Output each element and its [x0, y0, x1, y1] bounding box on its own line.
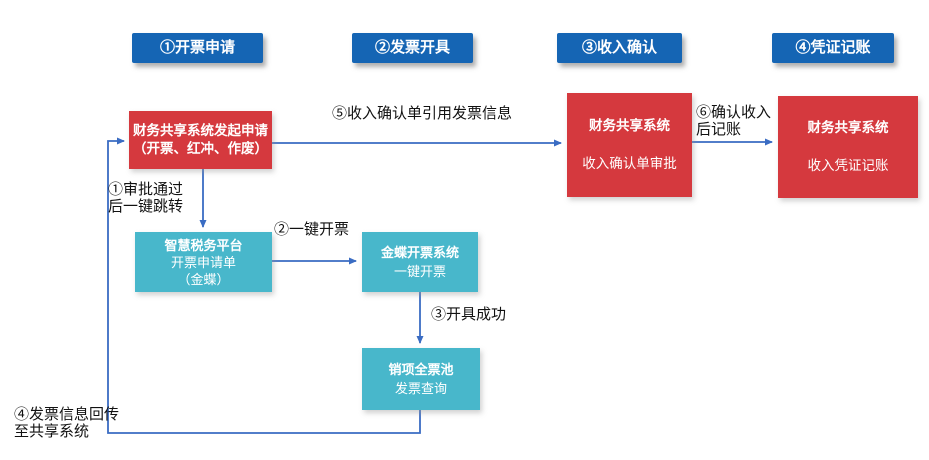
node-share-system-request: 财务共享系统发起申请 （开票、红冲、作废）	[129, 111, 272, 169]
edge-label-line: ⑥确认收入	[696, 104, 772, 121]
node-voucher-posting: 财务共享系统 收入凭证记账	[778, 96, 918, 198]
node-line: （金蝶）	[177, 271, 230, 287]
edge-label-approve-jump: ①审批通过 后一键跳转	[108, 181, 183, 215]
node-line: 销项全票池	[388, 362, 454, 377]
edge-label-line: 后一键跳转	[108, 198, 184, 215]
node-line: 收入凭证记账	[807, 158, 889, 173]
node-line: 收入确认单审批	[582, 156, 677, 171]
stage-header-invoice-request: ①开票申请	[132, 33, 263, 63]
edge-label-line: ④发票信息回传	[14, 406, 120, 423]
stage-header-revenue-confirm: ③收入确认	[557, 33, 682, 63]
node-line: 财务共享系统	[589, 118, 670, 133]
edge-label-one-key-invoice: ②一键开票	[274, 221, 350, 238]
node-revenue-confirm: 财务共享系统 收入确认单审批	[567, 93, 692, 197]
edge-label-confirm-post: ⑥确认收入 后记账	[696, 104, 771, 138]
node-smart-tax-platform: 智慧税务平台 开票申请单 （金蝶）	[135, 232, 272, 292]
node-line: 一键开票	[393, 264, 446, 279]
edge-label-issue-success: ③开具成功	[431, 306, 507, 323]
node-line: 财务共享系统发起申请	[133, 123, 268, 138]
edge-label-line: 至共享系统	[14, 423, 90, 440]
edge-label-quote-invoice: ⑤收入确认单引用发票信息	[332, 105, 513, 122]
edge-label-line: ①审批通过	[108, 181, 184, 198]
edge-pool-feedback-to-request	[107, 137, 421, 434]
stage-header-voucher-posting: ④凭证记账	[772, 33, 894, 63]
node-invoice-pool: 销项全票池 发票查询	[362, 348, 480, 410]
node-line: 发票查询	[394, 381, 447, 396]
node-line: 财务共享系统	[807, 120, 889, 135]
edge-label-info-return: ④发票信息回传 至共享系统	[14, 406, 119, 440]
stage-header-invoice-issue: ②发票开具	[352, 33, 473, 63]
node-line: 智慧税务平台	[164, 237, 243, 253]
node-line: （开票、红冲、作废）	[133, 141, 268, 156]
node-line: 开票申请单	[170, 254, 236, 270]
edge-label-line: 后记账	[696, 121, 742, 138]
node-line: 金蝶开票系统	[380, 245, 459, 260]
node-kingdee-invoice-system: 金蝶开票系统 一键开票	[362, 232, 478, 292]
